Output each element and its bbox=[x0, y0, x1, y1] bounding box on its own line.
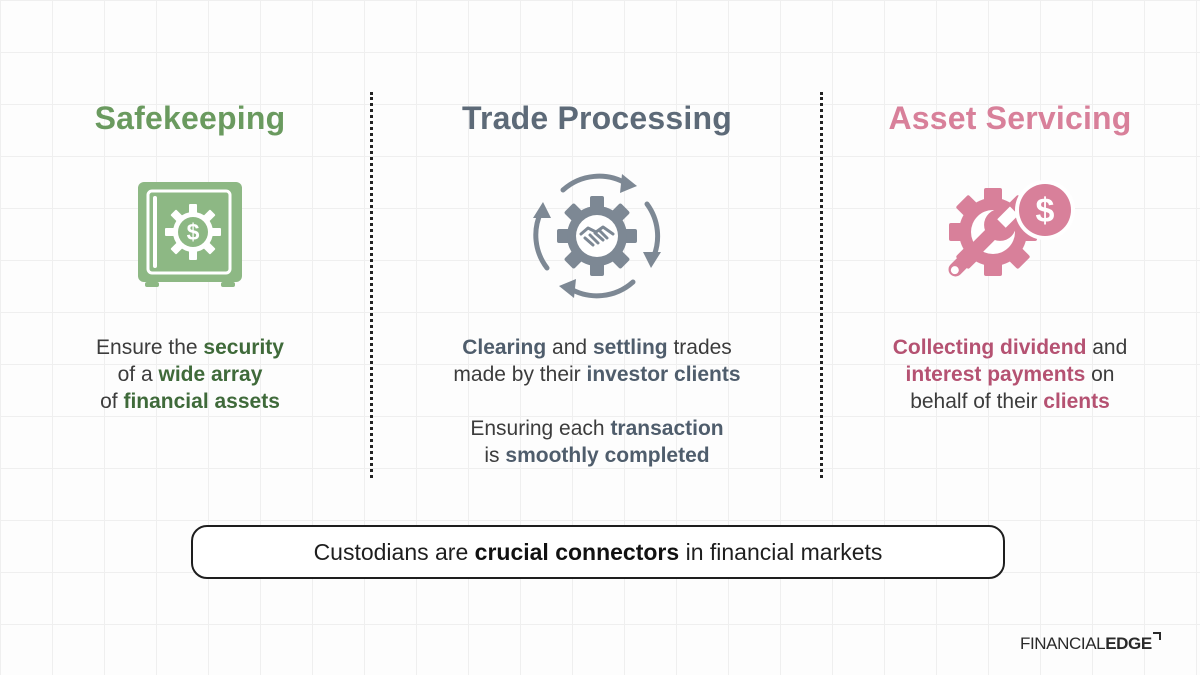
column-title: Trade Processing bbox=[462, 100, 732, 136]
column-description: Collecting dividend and interest payment… bbox=[892, 336, 1128, 413]
svg-text:$: $ bbox=[187, 219, 200, 245]
financial-edge-logo: FINANCIALEDGE bbox=[1020, 632, 1161, 654]
column-trade-processing: Trade Processing bbox=[392, 0, 802, 500]
logo-corner-icon bbox=[1152, 632, 1161, 640]
svg-text:$: $ bbox=[1036, 192, 1055, 230]
summary-banner: Custodians are crucial connectors in fin… bbox=[191, 525, 1005, 579]
column-divider bbox=[820, 92, 823, 478]
wrench-gear-dollar-icon: $ bbox=[935, 170, 1085, 303]
column-divider bbox=[370, 92, 373, 478]
column-description: Clearing and settling trades made by the… bbox=[453, 336, 741, 467]
column-title: Safekeeping bbox=[94, 100, 286, 136]
handshake-gear-cycle-icon bbox=[529, 170, 665, 305]
safe-dollar-icon: $ bbox=[135, 170, 245, 299]
column-safekeeping: Safekeeping $ bbox=[30, 0, 350, 500]
column-asset-servicing: Asset Servicing bbox=[842, 0, 1178, 500]
column-title: Asset Servicing bbox=[888, 100, 1132, 136]
column-description: Ensure the security of a wide array of f… bbox=[96, 336, 284, 413]
